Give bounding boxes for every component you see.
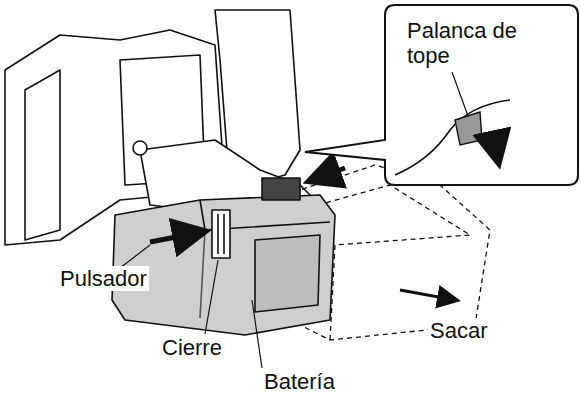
part-label: Cierre	[160, 335, 224, 360]
part-label: Batería	[262, 369, 337, 394]
part-label: Palanca de tope	[405, 18, 527, 68]
part-label: Pulsador	[58, 266, 149, 291]
action-label: Sacar	[428, 318, 489, 343]
